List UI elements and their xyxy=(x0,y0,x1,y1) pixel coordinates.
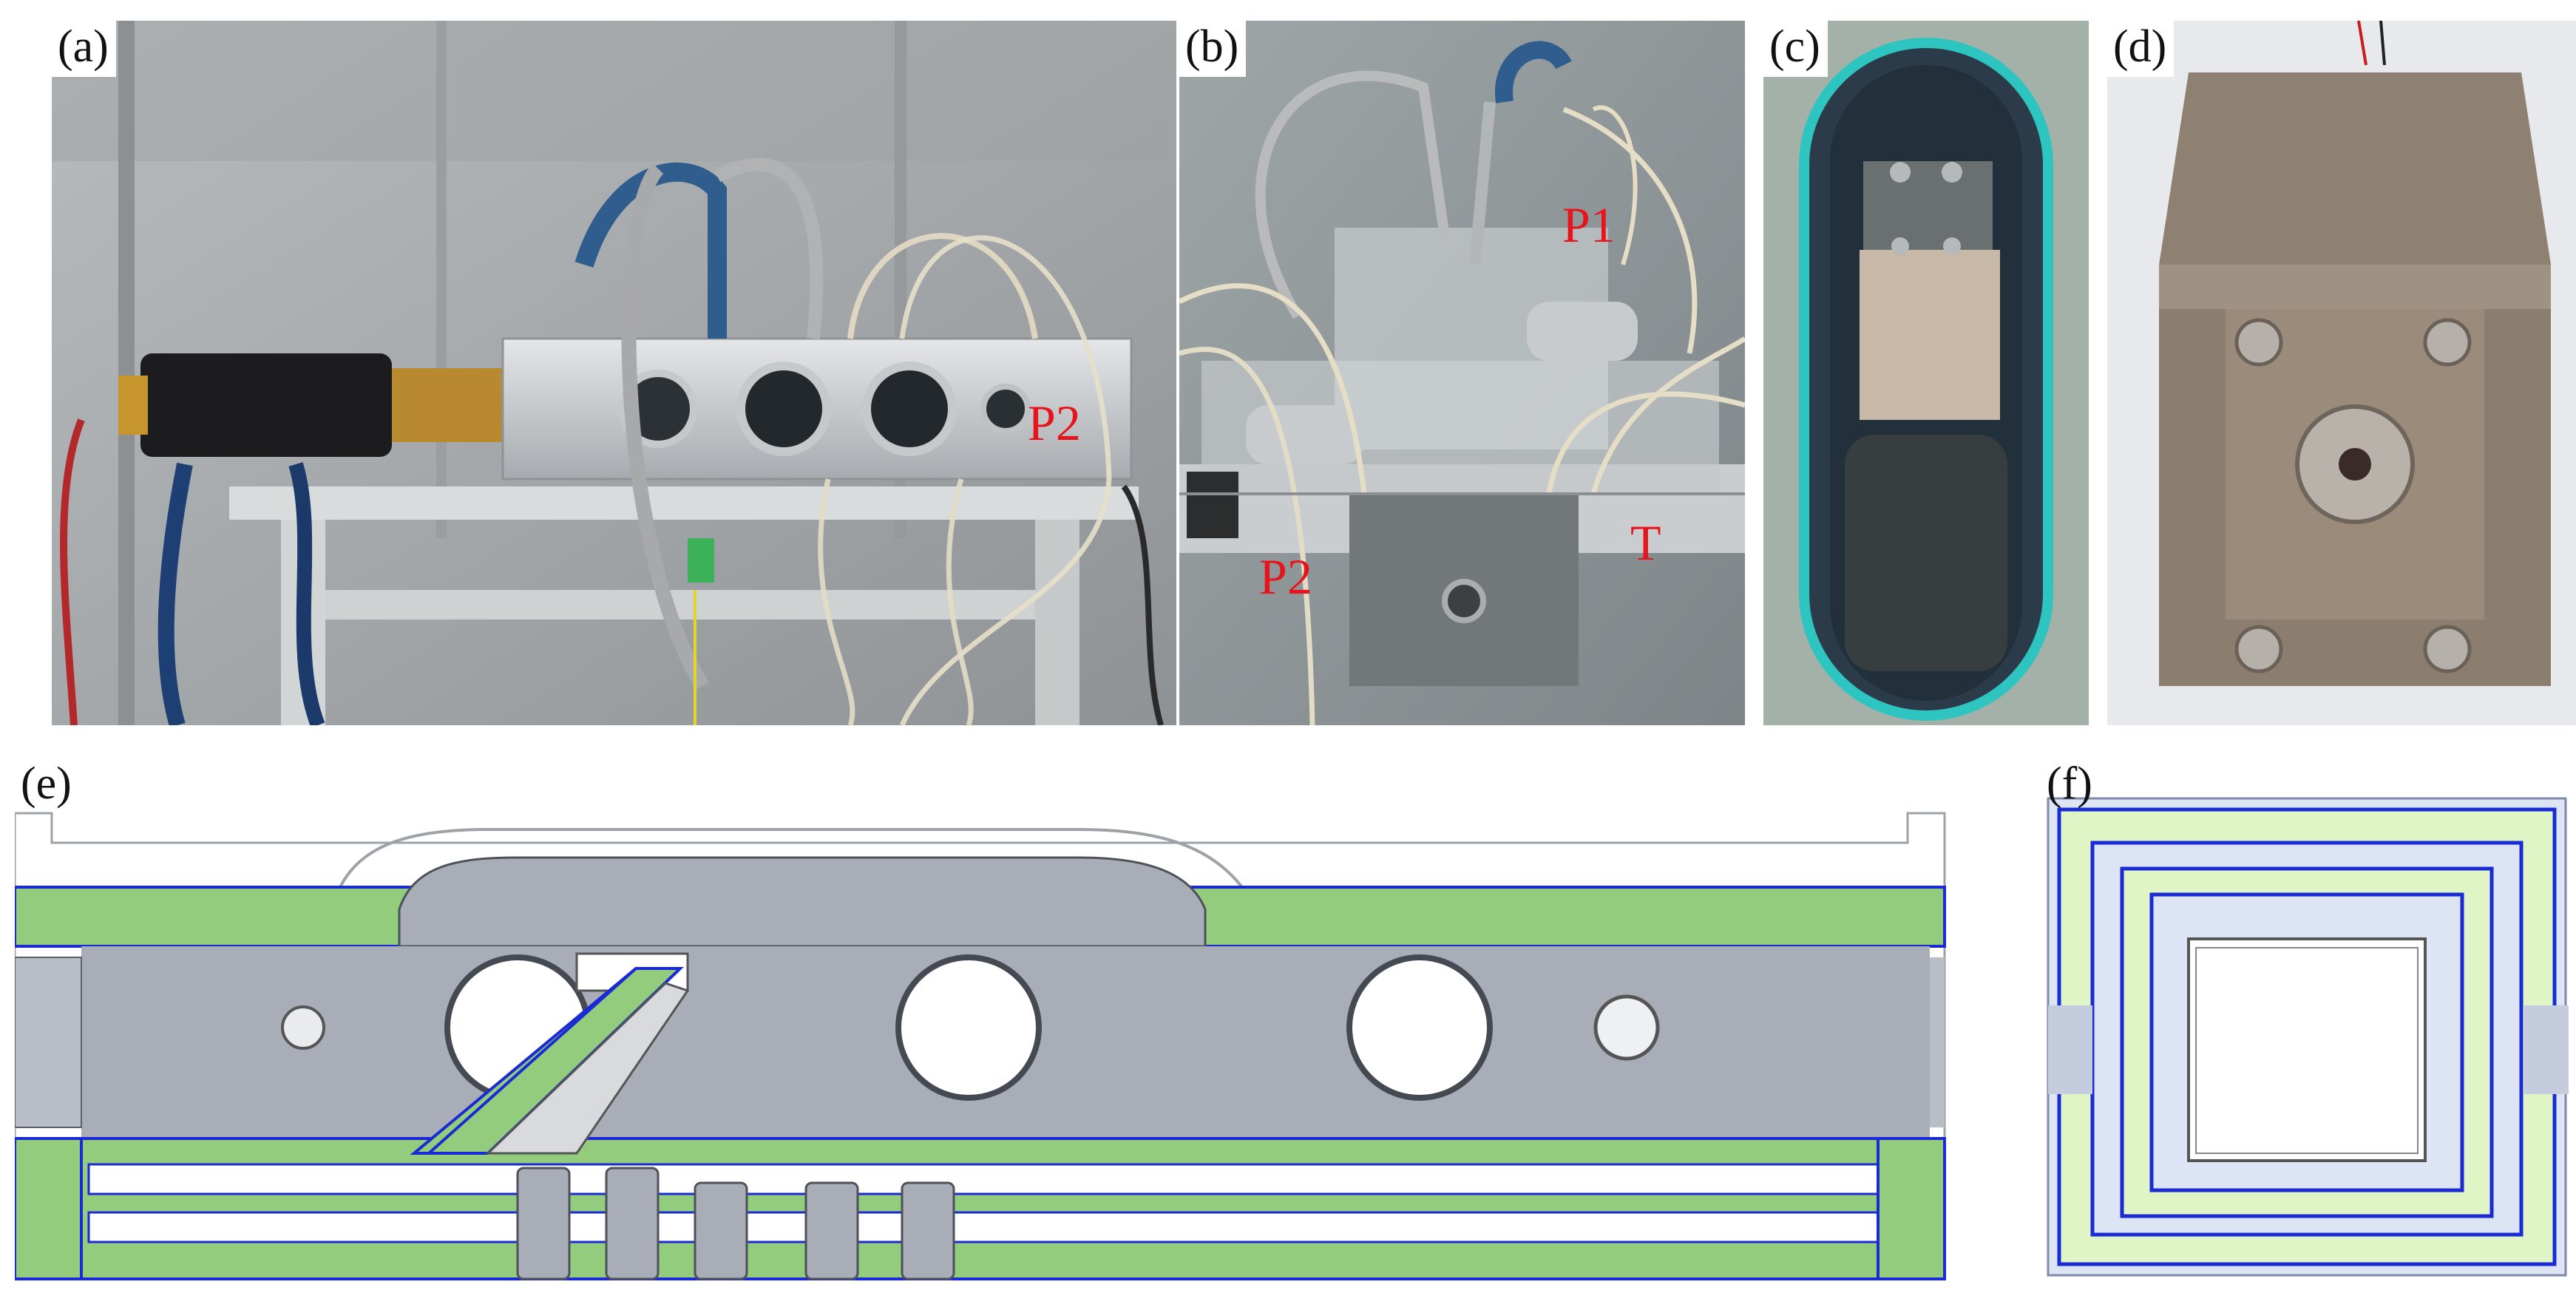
sample-block-photo xyxy=(2107,21,2576,725)
test-section-closeup-photo xyxy=(1179,21,1745,725)
panel-label-a: (a) xyxy=(52,21,116,77)
panel-label-c: (c) xyxy=(1763,21,1828,77)
test-section-longitudinal-cut xyxy=(15,812,1946,1280)
flow-channel-window-photo xyxy=(1763,21,2089,725)
photo-panel-d xyxy=(2107,21,2576,725)
panel-label-d: (d) xyxy=(2107,21,2175,77)
annotation-p1-b: P1 xyxy=(1562,197,1616,253)
panel-label-e: (e) xyxy=(21,759,72,809)
cad-section-panel-e xyxy=(15,769,2011,1286)
photo-panel-b xyxy=(1179,21,1745,725)
panel-label-b: (b) xyxy=(1179,21,1247,77)
annotation-p2-a: P2 xyxy=(1028,395,1081,451)
annotation-t-b: T xyxy=(1630,515,1661,571)
test-section-transverse-cut xyxy=(2047,797,2569,1277)
test-rig-photo xyxy=(52,21,1176,725)
annotation-p2-b: P2 xyxy=(1259,549,1312,605)
photo-panel-a xyxy=(52,21,1176,725)
panel-label-f: (f) xyxy=(2047,759,2092,809)
cad-cross-section-panel-f xyxy=(2041,784,2576,1286)
photo-panel-c xyxy=(1763,21,2089,725)
